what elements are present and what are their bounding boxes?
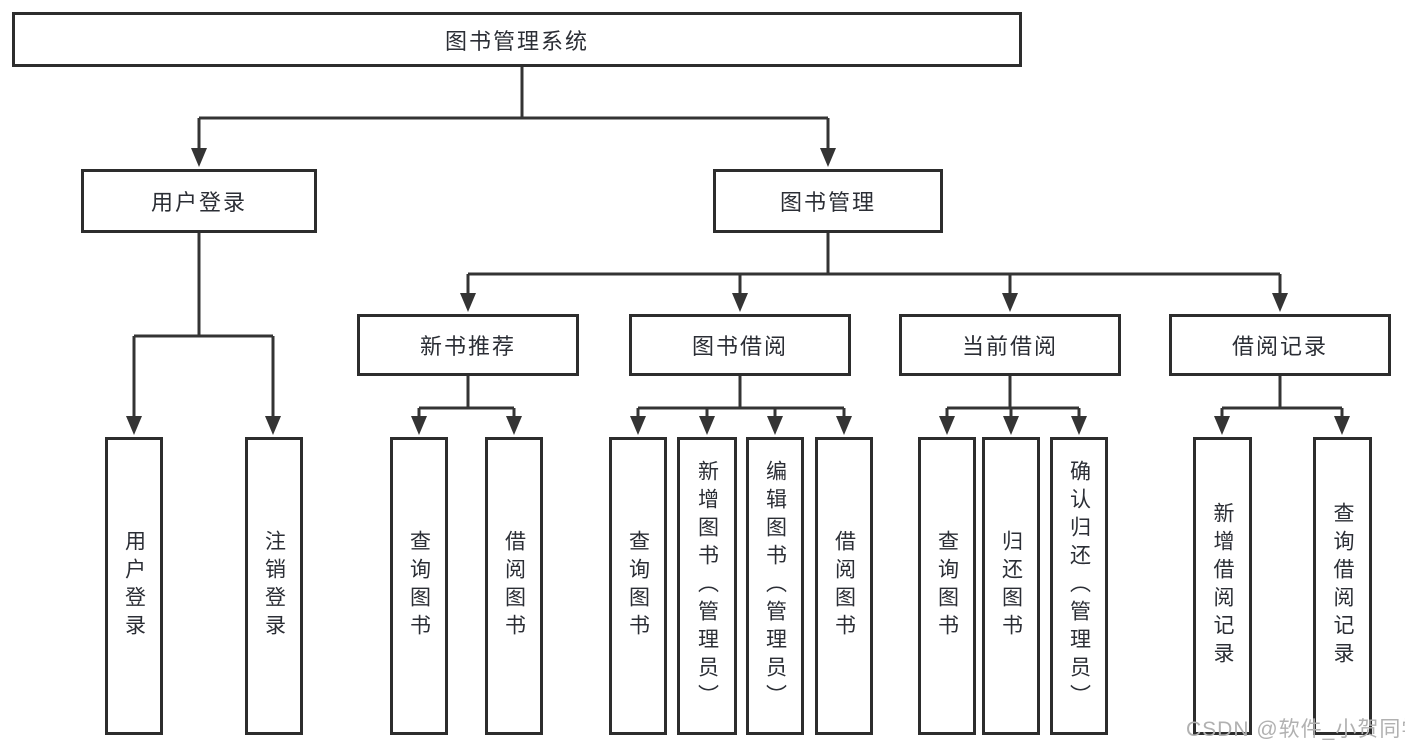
leaf-borrow-books-recommend-label: 借阅图书	[502, 530, 526, 642]
node-root: 图书管理系统	[12, 12, 1022, 67]
node-new-book-recommend: 新书推荐	[357, 314, 579, 376]
node-current-borrow: 当前借阅	[899, 314, 1121, 376]
leaf-borrow-books: 借阅图书	[815, 437, 873, 735]
leaf-query-books-borrow-label: 查询图书	[626, 530, 650, 642]
leaf-confirm-return-admin-label: 确认归还（管理员）	[1067, 460, 1091, 712]
leaf-query-borrow-record-label: 查询借阅记录	[1331, 502, 1354, 670]
node-borrow-records: 借阅记录	[1169, 314, 1391, 376]
leaf-query-books-recommend-label: 查询图书	[407, 530, 431, 642]
node-book-management: 图书管理	[713, 169, 943, 233]
leaf-query-books-current-label: 查询图书	[935, 530, 959, 642]
leaf-logout: 注销登录	[245, 437, 303, 735]
node-user-login: 用户登录	[81, 169, 317, 233]
leaf-return-book: 归还图书	[982, 437, 1040, 735]
node-book-borrow: 图书借阅	[629, 314, 851, 376]
connector-line-path	[132, 67, 1344, 417]
leaf-add-book-admin: 新增图书（管理员）	[677, 437, 737, 735]
leaf-query-books-current: 查询图书	[918, 437, 976, 735]
leaf-add-book-admin-label: 新增图书（管理员）	[695, 460, 719, 712]
leaf-query-borrow-record: 查询借阅记录	[1313, 437, 1372, 735]
watermark: CSDN @软件_小贺同学	[1186, 718, 1405, 741]
leaf-logout-label: 注销登录	[262, 530, 286, 642]
leaf-add-borrow-record-label: 新增借阅记录	[1211, 502, 1234, 670]
leaf-add-borrow-record: 新增借阅记录	[1193, 437, 1252, 735]
leaf-edit-book-admin: 编辑图书（管理员）	[746, 437, 804, 735]
leaf-borrow-books-recommend: 借阅图书	[485, 437, 543, 735]
leaf-edit-book-admin-label: 编辑图书（管理员）	[763, 460, 787, 712]
leaf-user-login-label: 用户登录	[122, 530, 146, 642]
leaf-confirm-return-admin: 确认归还（管理员）	[1050, 437, 1108, 735]
leaf-user-login: 用户登录	[105, 437, 163, 735]
leaf-return-book-label: 归还图书	[999, 530, 1023, 642]
leaf-borrow-books-label: 借阅图书	[832, 530, 856, 642]
leaf-query-books-borrow: 查询图书	[609, 437, 667, 735]
leaf-query-books-recommend: 查询图书	[390, 437, 448, 735]
